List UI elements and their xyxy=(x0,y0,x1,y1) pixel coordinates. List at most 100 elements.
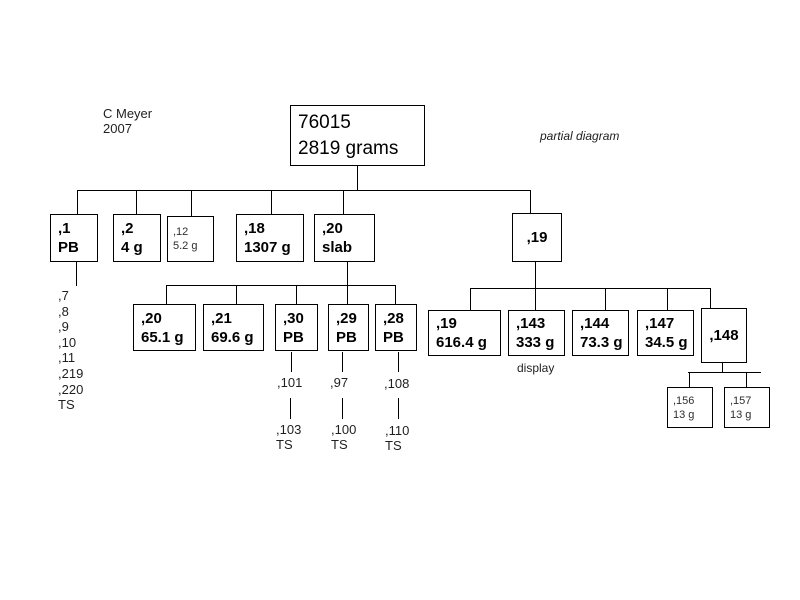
connector-drop-1 xyxy=(77,190,78,214)
leaf-label: TS xyxy=(331,437,348,452)
connector-root-stem xyxy=(357,166,358,190)
node-label: ,144 xyxy=(580,315,610,332)
node-label: PB xyxy=(283,328,304,346)
node-157: ,157 13 g xyxy=(724,387,770,428)
connector-drop-18 xyxy=(271,190,272,214)
author-line1: C Meyer xyxy=(103,106,153,121)
node-label: ,1 xyxy=(58,220,71,237)
connector-drop-157 xyxy=(746,372,747,387)
node-28-pb: ,28 PB xyxy=(375,304,417,351)
leaf-100-ts: ,100 TS xyxy=(331,422,356,452)
leaf-label: ,100 xyxy=(331,422,357,437)
node-label: ,19 xyxy=(526,229,548,246)
connector-drop-2 xyxy=(136,190,137,214)
connector-drop-148 xyxy=(710,288,711,308)
node-156: ,156 13 g xyxy=(667,387,713,428)
node-label: ,156 xyxy=(673,394,695,407)
connector-drop-12 xyxy=(191,190,192,216)
connector-slab-stem xyxy=(347,262,348,285)
node-label: 13 g xyxy=(730,408,752,421)
node-label: ,29 xyxy=(336,309,357,327)
node-label: PB xyxy=(336,328,357,346)
node-label: ,21 xyxy=(211,309,232,327)
node-147: ,147 34.5 g xyxy=(637,310,694,356)
connector-108-110 xyxy=(398,398,399,419)
connector-drop-144 xyxy=(605,288,606,310)
connector-drop-m30 xyxy=(296,285,297,304)
node-label: ,2 xyxy=(121,220,134,237)
node-20-65g: ,20 65.1 g xyxy=(133,304,196,351)
node-label: ,28 xyxy=(383,309,404,327)
node-label: ,20 xyxy=(322,220,343,237)
leaf-97: ,97 xyxy=(330,375,349,390)
node-label: ,20 xyxy=(141,309,162,327)
connector-drop-156 xyxy=(689,372,690,387)
leaf-110-ts: ,110 TS xyxy=(385,423,409,453)
connector-drop-143 xyxy=(535,288,536,310)
leaf-108: ,108 xyxy=(384,376,410,391)
node-label: ,12 xyxy=(173,226,189,238)
partial-diagram-note: partial diagram xyxy=(540,129,620,143)
root-weight: 2819 grams xyxy=(298,137,399,159)
connector-101-103 xyxy=(290,398,291,419)
connector-148-bus xyxy=(688,372,761,373)
connector-30-leaf xyxy=(291,352,292,372)
leaf-101: ,101 xyxy=(277,375,303,390)
author-note: C Meyer 2007 xyxy=(103,106,152,136)
connector-drop-m21 xyxy=(236,285,237,304)
root-id: 76015 xyxy=(298,111,351,133)
fragment-item: ,10 xyxy=(58,334,77,350)
connector-29-leaf xyxy=(342,352,343,372)
fragment-list: ,7 ,8 ,9 ,10 ,11 ,219 ,220 TS xyxy=(58,288,83,413)
connector-drop-20slab xyxy=(343,190,344,214)
node-root-76015: 76015 2819 grams xyxy=(290,105,425,166)
connector-drop-19 xyxy=(530,190,531,213)
node-label: ,19 xyxy=(436,315,457,332)
node-label: 333 g xyxy=(516,334,555,351)
connector-19-stem xyxy=(535,262,536,288)
node-label: PB xyxy=(383,328,404,346)
author-line2: 2007 xyxy=(103,121,132,136)
display-caption: display xyxy=(517,361,555,375)
node-label: ,157 xyxy=(730,394,752,407)
leaf-label: TS xyxy=(276,437,293,452)
node-1-pb: ,1 PB xyxy=(50,214,98,262)
connector-slab-bus xyxy=(166,285,396,286)
leaf-103-ts: ,103 TS xyxy=(276,422,301,452)
node-label: ,147 xyxy=(645,315,675,332)
connector-97-100 xyxy=(342,398,343,419)
node-label: ,30 xyxy=(283,309,304,327)
node-label: 65.1 g xyxy=(141,328,184,346)
node-label: slab xyxy=(322,239,353,256)
node-label: ,148 xyxy=(709,327,739,344)
node-label: ,18 xyxy=(244,220,265,237)
node-label: 4 g xyxy=(121,239,143,256)
fragment-item: ,11 xyxy=(58,350,76,366)
connector-drop-m28 xyxy=(395,285,396,304)
node-label: 5.2 g xyxy=(173,240,198,252)
node-2: ,2 4 g xyxy=(113,214,161,262)
connector-28-leaf xyxy=(398,352,399,372)
connector-drop-r19 xyxy=(470,288,471,310)
connector-19-bus xyxy=(470,288,711,289)
node-19: ,19 xyxy=(512,213,562,262)
node-label: 616.4 g xyxy=(436,334,487,351)
fragment-item: ,7 xyxy=(58,288,69,303)
connector-drop-147 xyxy=(667,288,668,310)
node-label: 73.3 g xyxy=(580,334,623,351)
node-label: PB xyxy=(58,239,79,256)
fragment-item: ,219 xyxy=(58,365,84,381)
fragment-item: ,8 xyxy=(58,303,69,319)
node-label: 34.5 g xyxy=(645,334,688,351)
leaf-label: ,103 xyxy=(276,422,302,437)
fragment-item: ,220 xyxy=(58,381,84,397)
node-label: 69.6 g xyxy=(211,328,254,346)
connector-level1-bus xyxy=(77,190,531,191)
node-19-616g: ,19 616.4 g xyxy=(428,310,501,356)
node-label: 13 g xyxy=(673,408,695,421)
connector-1-to-list xyxy=(76,262,77,286)
fragment-item: TS xyxy=(58,397,75,413)
node-29-pb: ,29 PB xyxy=(328,304,369,351)
leaf-label: TS xyxy=(385,438,402,453)
